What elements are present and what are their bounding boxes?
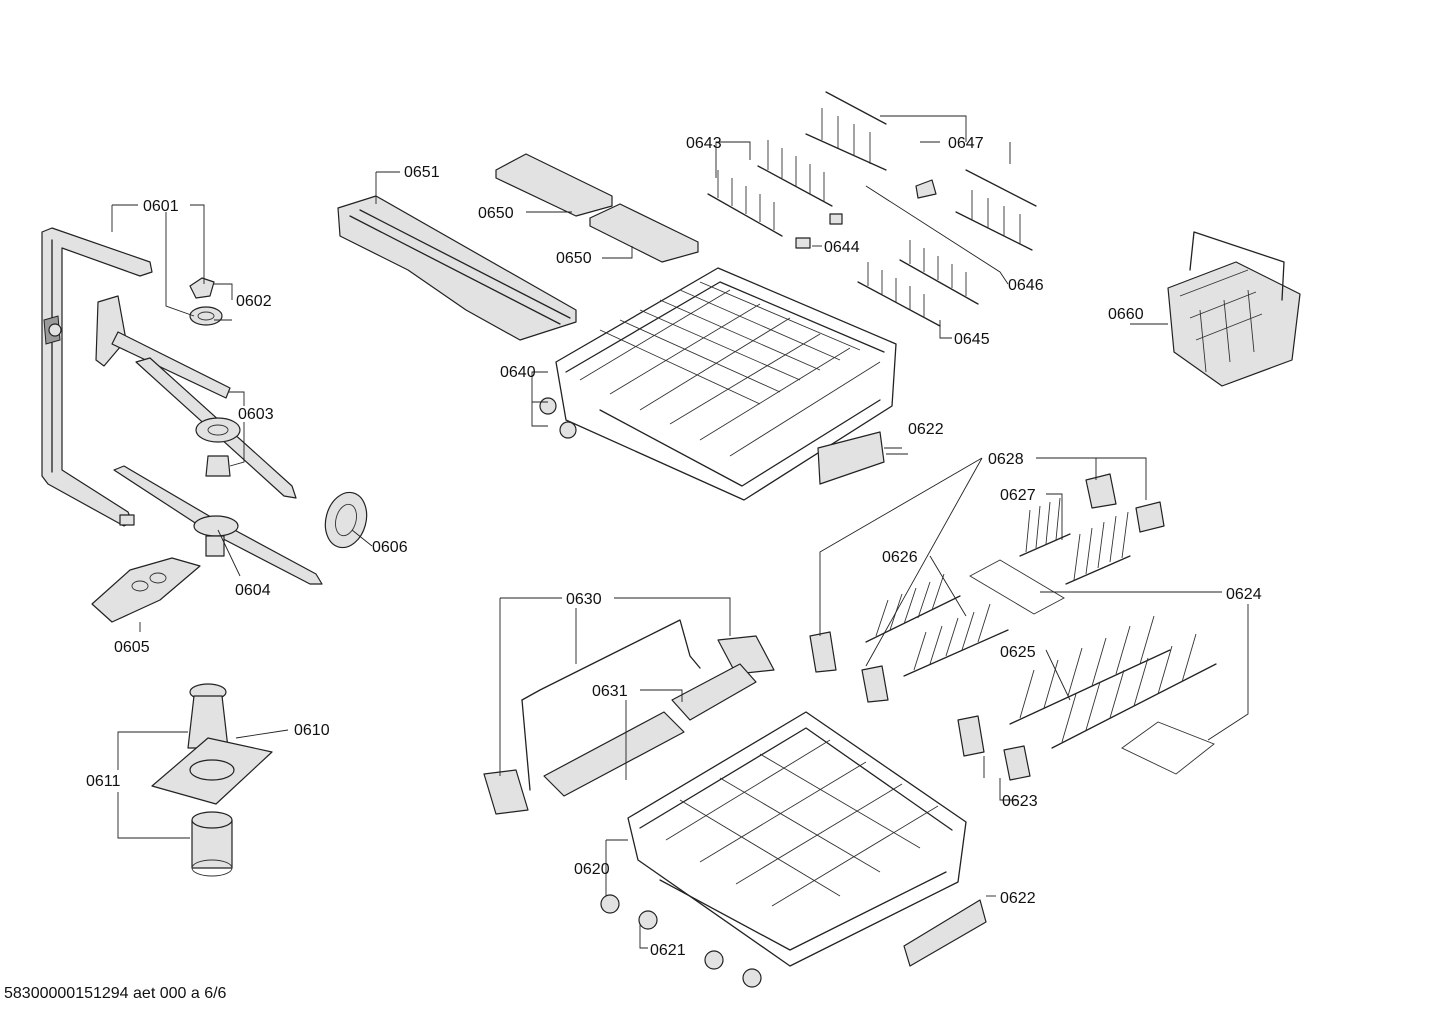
- callout-0624: 0624: [1226, 586, 1262, 603]
- callout-0610: 0610: [294, 722, 330, 739]
- part-spray-disc: [324, 491, 368, 549]
- part-tine-row-0643: [707, 140, 833, 237]
- part-tine-row-0645: [857, 240, 979, 327]
- callout-0611: 0611: [86, 773, 121, 790]
- callout-0650-upper: 0650: [478, 205, 514, 222]
- leader-lines: [111, 115, 1249, 949]
- part-rack-section-0647: [805, 91, 1037, 251]
- callout-0622-lower: 0622: [1000, 890, 1036, 907]
- callout-0621: 0621: [650, 942, 686, 959]
- callout-0601: 0601: [143, 198, 179, 215]
- part-lower-spray-arm: [113, 465, 323, 585]
- callout-0646: 0646: [1008, 277, 1044, 294]
- part-lower-basket: [627, 711, 967, 967]
- part-clip-0644: [795, 213, 843, 249]
- callout-0622-upper: 0622: [908, 421, 944, 438]
- callout-0640: 0640: [500, 364, 536, 381]
- callout-0623: 0623: [1002, 793, 1038, 810]
- document-code: 58300000151294 aet 000 a 6/6: [4, 985, 227, 1002]
- callout-0602: 0602: [236, 293, 272, 310]
- callout-0645: 0645: [954, 331, 990, 348]
- callout-0628: 0628: [988, 451, 1024, 468]
- part-lower-accessories: [483, 619, 775, 815]
- part-nut-and-seal: [189, 277, 223, 326]
- callout-0626: 0626: [882, 549, 918, 566]
- part-upper-spray-arm: [95, 295, 297, 499]
- callout-0650-lower: 0650: [556, 250, 592, 267]
- callout-0606: 0606: [372, 539, 408, 556]
- part-spray-supply-pipe: [41, 227, 153, 527]
- callout-0620: 0620: [574, 861, 610, 878]
- callout-0651: 0651: [404, 164, 440, 181]
- callout-0660: 0660: [1108, 306, 1144, 323]
- part-cutlery-tray: [337, 195, 577, 341]
- callout-0627: 0627: [1000, 487, 1036, 504]
- callout-0625: 0625: [1000, 644, 1036, 661]
- callout-0603: 0603: [238, 406, 274, 423]
- part-basket-handle-upper: [817, 431, 885, 485]
- part-cutlery-basket: [1167, 231, 1301, 387]
- callout-0643: 0643: [686, 135, 722, 152]
- callout-0644: 0644: [824, 239, 860, 256]
- callout-0630: 0630: [566, 591, 602, 608]
- part-cup-rack-lower: [589, 203, 699, 263]
- part-basket-wheels: [600, 894, 762, 988]
- part-tine-rows-lower: [809, 473, 1217, 781]
- part-microfilter: [91, 557, 201, 623]
- callout-0631: 0631: [592, 683, 628, 700]
- part-sump-and-filter: [151, 683, 273, 877]
- callout-0605: 0605: [114, 639, 150, 656]
- callout-0604: 0604: [235, 582, 271, 599]
- part-basket-handle-lower: [903, 899, 987, 967]
- callout-0647: 0647: [948, 135, 984, 152]
- part-cup-rack-upper: [495, 153, 613, 217]
